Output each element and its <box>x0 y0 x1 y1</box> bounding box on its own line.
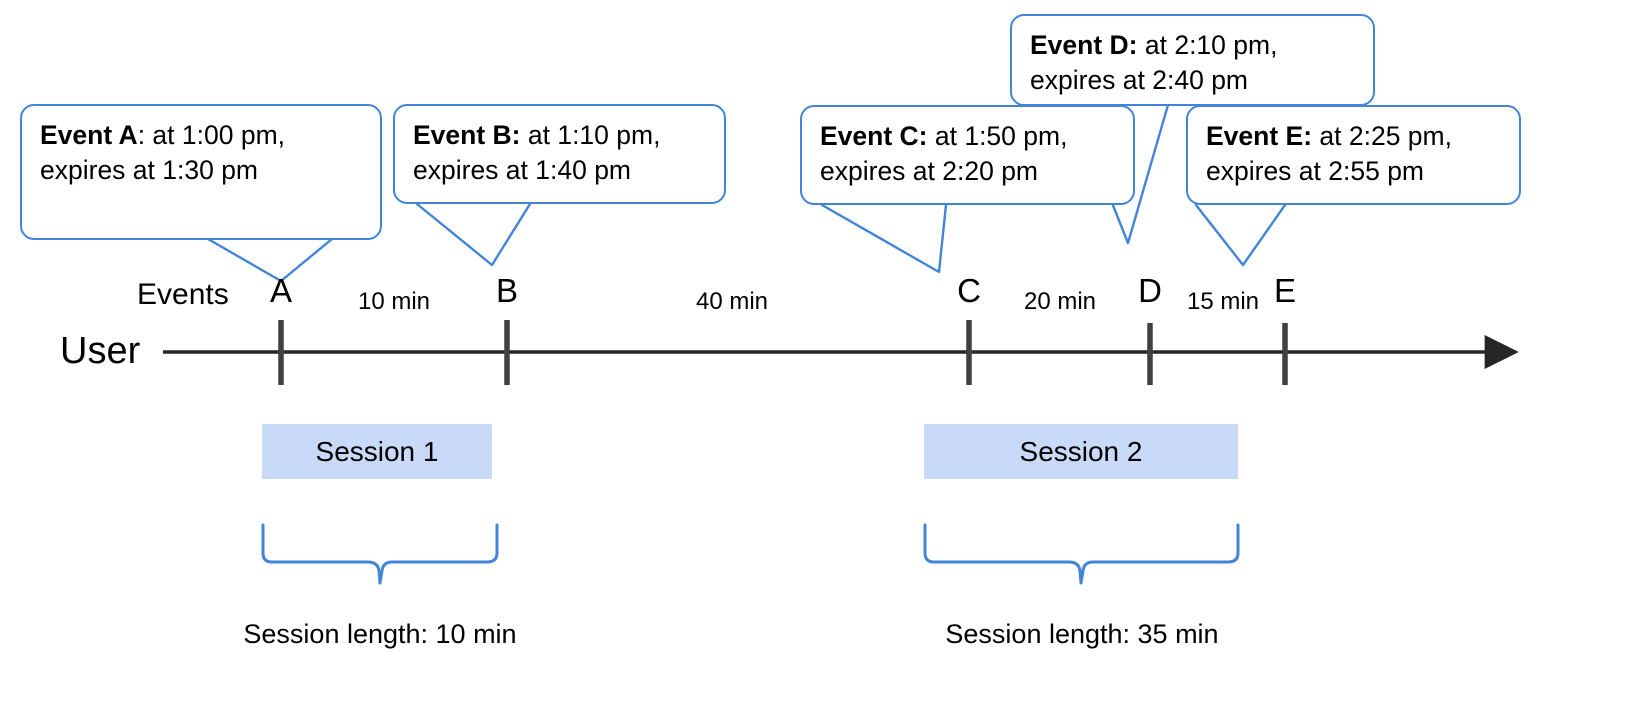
callout-d-lead: Event D: <box>1030 30 1138 60</box>
callout-a-line2: expires at 1:30 pm <box>40 154 259 185</box>
session-1-brace <box>261 523 499 585</box>
callout-c-line2: expires at 2:20 pm <box>820 155 1039 186</box>
event-marker-label-d: D <box>1138 272 1162 309</box>
callout-c-line1-rest: at 1:50 pm, <box>927 121 1068 151</box>
interval-label-c-d: 20 min <box>1023 288 1097 315</box>
callout-event-c[interactable]: Event C: at 1:50 pm, expires at 2:20 pm <box>800 105 1135 205</box>
callout-b-lead: Event B: <box>413 120 521 150</box>
callout-a-lead: Event A <box>40 120 138 150</box>
callout-a-line1: Event A: at 1:00 pm, <box>40 120 285 150</box>
session-1-label: Session 1 <box>315 435 439 467</box>
event-marker-label-a: A <box>269 272 292 309</box>
session-1-box[interactable]: Session 1 <box>262 424 492 479</box>
callout-d-line2: expires at 2:40 pm <box>1030 64 1249 95</box>
event-marker-label-b: B <box>495 272 518 309</box>
session-1-length-label: Session length: 10 min <box>243 619 517 649</box>
callout-event-b[interactable]: Event B: at 1:10 pm, expires at 1:40 pm <box>393 104 726 204</box>
callout-event-d[interactable]: Event D: at 2:10 pm, expires at 2:40 pm <box>1010 14 1375 106</box>
interval-label-b-c: 40 min <box>695 288 769 315</box>
callout-event-e[interactable]: Event E: at 2:25 pm, expires at 2:55 pm <box>1186 105 1521 205</box>
user-row-label: User <box>60 330 141 372</box>
interval-label-a-b: 10 min <box>357 288 431 315</box>
callout-e-lead: Event E: <box>1206 121 1313 151</box>
callout-e-line1: Event E: at 2:25 pm, <box>1206 121 1452 151</box>
callout-b-line2: expires at 1:40 pm <box>413 154 632 185</box>
callout-tail-b <box>415 202 532 267</box>
event-marker-label-e: E <box>1273 272 1296 309</box>
callout-b-line1-rest: at 1:10 pm, <box>520 120 661 150</box>
callout-e-line1-rest: at 2:25 pm, <box>1312 121 1452 151</box>
callout-b-line1: Event B: at 1:10 pm, <box>413 120 660 150</box>
session-2-label: Session 2 <box>1019 435 1143 467</box>
callout-tail-a <box>206 237 334 283</box>
callout-a-line1-rest: at 1:00 pm, <box>145 120 286 150</box>
session-2-brace <box>923 523 1240 585</box>
callout-c-lead: Event C: <box>820 121 928 151</box>
callout-c-line1: Event C: at 1:50 pm, <box>820 121 1067 151</box>
callout-tail-e <box>1194 203 1287 267</box>
events-row-label: Events <box>137 278 229 311</box>
callout-tail-c <box>820 203 948 274</box>
callout-event-a[interactable]: Event A: at 1:00 pm, expires at 1:30 pm <box>20 104 382 240</box>
session-2-length-label: Session length: 35 min <box>945 619 1219 649</box>
callout-a-separator: : <box>137 120 146 150</box>
callout-d-line1: Event D: at 2:10 pm, <box>1030 30 1277 60</box>
event-marker-label-c: C <box>957 272 981 309</box>
callout-d-line1-rest: at 2:10 pm, <box>1137 30 1278 60</box>
interval-label-d-e: 15 min <box>1186 288 1260 315</box>
callout-e-line2: expires at 2:55 pm <box>1206 155 1425 186</box>
session-2-box[interactable]: Session 2 <box>924 424 1238 479</box>
